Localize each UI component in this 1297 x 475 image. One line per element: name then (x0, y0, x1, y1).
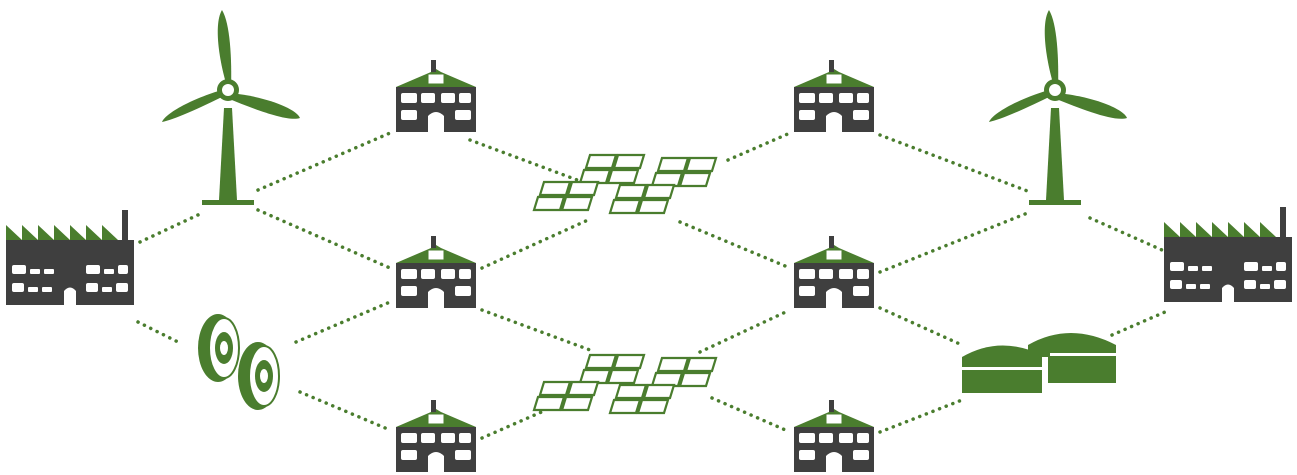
storage-right (960, 333, 1118, 393)
link-turbine-right-to-factory-right (1088, 216, 1164, 252)
house-icon (395, 59, 477, 133)
wind-turbine-icon (989, 10, 1127, 205)
link-house-bot-right-to-storage-right (878, 398, 964, 434)
house-mid-left (395, 235, 477, 309)
link-house-top-right-to-turbine-right (878, 133, 1032, 194)
link-factory-left-to-generators-left (136, 320, 180, 344)
factory-icon (1164, 207, 1292, 302)
generator-icon (197, 313, 240, 383)
generator-icon (237, 341, 280, 411)
link-generators-left-to-house-mid-left (294, 300, 392, 344)
house-icon (793, 399, 875, 473)
link-solar-top-to-house-mid-right (678, 220, 792, 270)
link-turbine-left-to-house-top-left (256, 131, 392, 192)
link-turbine-left-to-house-mid-left (256, 208, 392, 270)
turbine-left (162, 10, 300, 205)
house-icon (395, 399, 477, 473)
nodes-layer (6, 10, 1292, 473)
links-layer (136, 131, 1167, 440)
house-top-right (793, 59, 875, 133)
link-solar-top-to-house-top-right (726, 131, 792, 162)
link-house-mid-right-to-storage-right (878, 306, 964, 347)
solar-panel-icon (532, 153, 718, 215)
link-house-mid-left-to-solar-top (480, 218, 590, 270)
link-house-mid-left-to-solar-bottom (480, 308, 592, 352)
storage-tank-icon (960, 333, 1118, 393)
link-solar-bottom-to-house-bot-right (710, 396, 792, 434)
house-icon (395, 235, 477, 309)
solar-top (532, 153, 718, 215)
house-icon (793, 235, 875, 309)
solar-bottom (532, 353, 718, 415)
link-house-top-left-to-solar-top (468, 138, 590, 186)
link-generators-left-to-house-bot-left (298, 390, 392, 432)
factory-right (1164, 207, 1292, 302)
house-icon (793, 59, 875, 133)
link-solar-bottom-to-house-mid-right (698, 308, 792, 354)
factory-left (6, 210, 134, 305)
link-storage-right-to-factory-right (1110, 310, 1167, 337)
house-top-left (395, 59, 477, 133)
solar-panel-icon (532, 353, 718, 415)
house-mid-right (793, 235, 875, 309)
generators-left (197, 313, 280, 411)
factory-icon (6, 210, 134, 305)
wind-turbine-icon (162, 10, 300, 205)
link-house-mid-right-to-turbine-right (878, 210, 1032, 274)
link-factory-left-to-turbine-left (138, 212, 202, 244)
house-bot-left (395, 399, 477, 473)
link-house-bot-left-to-solar-bottom (480, 408, 548, 440)
turbine-right (989, 10, 1127, 205)
house-bot-right (793, 399, 875, 473)
